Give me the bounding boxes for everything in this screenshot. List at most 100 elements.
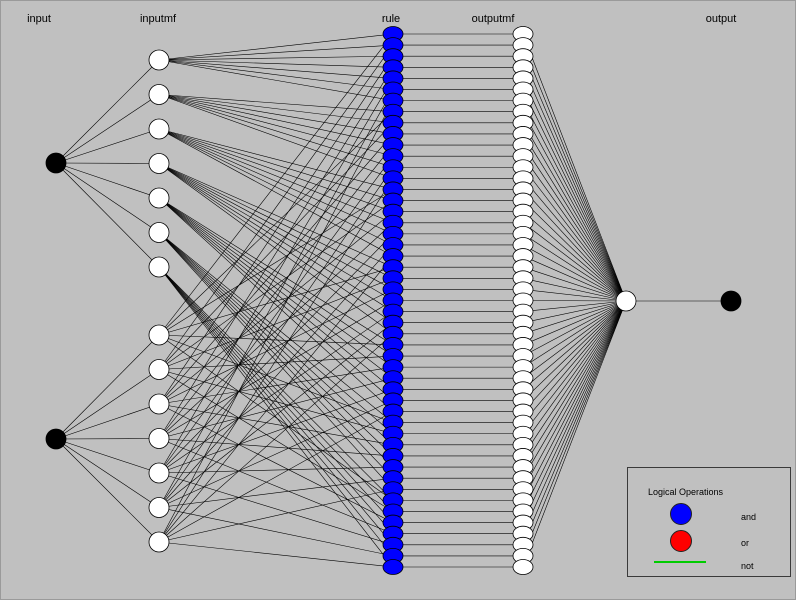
mf-to-rule-edge <box>158 411 394 543</box>
mf-to-rule-edge <box>158 59 394 101</box>
inputmf-layer-title: inputmf <box>139 13 177 25</box>
mf-to-rule-edge <box>158 300 394 439</box>
mf-to-rule-edge <box>158 232 394 423</box>
mf-to-rule-edge <box>158 163 394 268</box>
outputmf-to-output-edge <box>522 300 627 457</box>
input-to-mf-edge <box>55 403 160 440</box>
outputmf-to-output-edge <box>522 300 627 312</box>
inputmf-node <box>148 462 170 484</box>
outputmf-to-output-edge <box>522 300 627 390</box>
mf-to-rule-edge <box>158 128 394 190</box>
mf-to-rule-edge <box>158 232 394 468</box>
outputmf-to-output-edge <box>522 300 627 302</box>
outputmf-to-output-edge <box>522 266 627 302</box>
input-to-mf-edge <box>55 438 160 508</box>
mf-to-rule-edge <box>158 266 394 545</box>
outputmf-to-output-edge <box>522 178 627 302</box>
mf-to-rule-edge <box>158 266 394 512</box>
mf-to-rule-edge <box>158 369 394 435</box>
input-to-mf-edge <box>55 128 160 164</box>
and-swatch-icon <box>670 503 692 525</box>
outputmf-to-output-edge <box>522 300 627 368</box>
input-layer-title: input <box>27 13 51 25</box>
mf-to-rule-edge <box>158 178 394 543</box>
mf-to-rule-edge <box>158 55 394 61</box>
inputmf-node <box>148 222 170 243</box>
outputmf-to-output-edge <box>522 211 627 302</box>
input-to-mf-edge <box>55 438 160 543</box>
outputmf-to-output-edge <box>522 300 627 446</box>
rule-node <box>382 559 404 575</box>
mf-to-rule-edge <box>158 369 394 512</box>
input-node <box>45 428 67 450</box>
mf-to-rule-edge <box>158 232 394 457</box>
mf-to-rule-edge <box>158 94 394 168</box>
inputmf-node <box>148 531 170 553</box>
mf-to-rule-edge <box>158 211 394 405</box>
mf-to-rule-edge <box>158 94 394 179</box>
mf-to-rule-edge <box>158 94 394 124</box>
mf-to-rule-edge <box>158 167 394 508</box>
mf-to-rule-edge <box>158 244 394 508</box>
outputmf-to-output-edge <box>522 100 627 302</box>
not-line-icon <box>654 561 706 563</box>
mf-to-rule-edge <box>158 100 394 543</box>
outputmf-to-output-edge <box>522 222 627 302</box>
legend-or-label: or <box>741 538 750 548</box>
mf-to-rule-edge <box>158 232 394 490</box>
mf-to-rule-edge <box>158 366 394 405</box>
inputmf-node <box>148 84 170 105</box>
mf-to-rule-edge <box>158 163 394 312</box>
mf-to-rule-edge <box>158 67 394 439</box>
input-to-mf-edge <box>55 162 160 268</box>
mf-to-rule-edge <box>158 472 394 546</box>
mf-to-rule-edge <box>158 311 394 474</box>
mf-to-rule-edge <box>158 200 394 370</box>
mf-to-rule-edge <box>158 232 394 479</box>
mf-to-rule-edge <box>158 122 394 370</box>
mf-to-rule-edge <box>158 94 394 135</box>
outputmf-to-output-edge <box>522 289 627 302</box>
outputmf-to-output-edge <box>522 300 627 479</box>
mf-to-rule-edge <box>158 197 394 368</box>
mf-to-rule-edge <box>158 163 394 301</box>
mf-to-rule-edge <box>158 128 394 224</box>
mf-to-rule-edge <box>158 232 394 434</box>
mf-to-rule-edge <box>158 255 394 543</box>
mf-to-rule-edge <box>158 289 394 405</box>
mf-to-rule-edge <box>158 477 394 508</box>
inputmf-node <box>148 187 170 209</box>
mf-to-rule-edge <box>158 94 394 146</box>
mf-to-rule-edge <box>158 197 394 357</box>
mf-to-rule-edge <box>158 222 394 439</box>
mf-to-rule-edge <box>158 377 394 439</box>
mf-to-rule-edge <box>158 334 394 501</box>
outputmf-to-output-edge <box>522 300 627 545</box>
mf-to-rule-edge <box>158 266 394 534</box>
mf-to-rule-edge <box>158 541 394 568</box>
inputmf-node <box>148 428 170 449</box>
mf-to-rule-edge <box>158 163 394 290</box>
outputmf-to-output-edge <box>522 200 627 302</box>
legend-and-label: and <box>741 512 757 522</box>
outputmf-to-output-edge <box>522 300 627 379</box>
mf-to-rule-edge <box>158 59 394 90</box>
mf-to-rule-edge <box>158 128 394 257</box>
outputmf-to-output-edge <box>522 144 627 302</box>
mf-to-rule-edge <box>158 266 394 568</box>
outputmf-to-output-edge <box>522 155 627 302</box>
mf-to-rule-edge <box>158 111 394 336</box>
outputmf-to-output-edge <box>522 255 627 302</box>
mf-to-rule-edge <box>158 466 394 474</box>
mf-to-rule-edge <box>158 44 394 61</box>
mf-to-rule-edge <box>158 33 394 61</box>
outputmf-to-output-edge <box>522 300 627 501</box>
inputmf-node <box>148 49 170 71</box>
outputmf-layer-title: outputmf <box>471 13 515 25</box>
mf-to-rule-edge <box>158 144 394 439</box>
inputmf-node <box>148 359 170 380</box>
logical-operations-legend: Logical Operations and or not <box>627 467 791 577</box>
outputmf-to-output-edge <box>522 300 627 534</box>
mf-to-rule-edge <box>158 233 394 474</box>
mf-to-rule-edge <box>158 278 394 370</box>
